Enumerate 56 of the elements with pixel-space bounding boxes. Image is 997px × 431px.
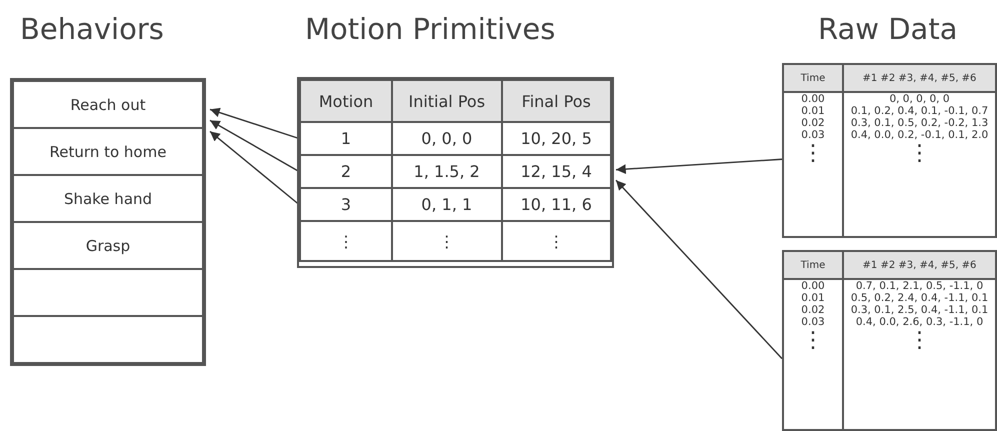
table-row xyxy=(299,121,612,156)
ellipsis-mark: ⋮ xyxy=(842,328,995,429)
arrow xyxy=(210,108,300,140)
time-value: 0.02 xyxy=(800,304,826,316)
section-heading: Raw Data xyxy=(818,12,958,46)
ellipsis-mark: ⋮ xyxy=(391,222,500,260)
sensor-values: 0.7, 0.1, 2.1, 0.5, -1.1, 0 xyxy=(842,280,995,292)
ellipsis-mark: ⋮ xyxy=(500,222,610,260)
cell-value: 1 xyxy=(340,128,352,150)
section-heading: Motion Primitives xyxy=(305,12,556,46)
data-table xyxy=(782,250,997,431)
ellipsis-mark: ⋮ xyxy=(337,230,355,252)
column-header: Time xyxy=(784,65,842,93)
sensor-values: 0.3, 0.1, 0.5, 0.2, -0.2, 1.3 xyxy=(842,117,995,129)
column-header: Initial Pos xyxy=(391,81,500,121)
sensor-values: 0.3, 0.1, 2.5, 0.4, -1.1, 0.1 xyxy=(842,304,995,316)
sensor-values: 0.5, 0.2, 2.4, 0.4, -1.1, 0.1 xyxy=(842,292,995,304)
table-row xyxy=(299,79,612,123)
time-value: 0.00 xyxy=(800,280,826,292)
behavior-cell: Shake hand xyxy=(12,174,204,223)
arrow xyxy=(210,130,300,206)
sensor-values: 0, 0, 0, 0, 0 xyxy=(842,93,995,105)
ellipsis-mark: ⋮ xyxy=(801,141,825,168)
time-value: 0.03 xyxy=(800,129,826,141)
column-header: #1 #2 #3, #4, #5, #6 xyxy=(842,252,995,280)
table-row xyxy=(299,154,612,189)
time-value: 0.01 xyxy=(800,105,826,117)
arrow xyxy=(615,180,783,360)
column-header: #1 #2 #3, #4, #5, #6 xyxy=(842,65,995,93)
table-frame xyxy=(10,78,206,366)
cell-value: 3 xyxy=(340,194,352,216)
column-header: Final Pos xyxy=(500,81,610,121)
time-value: 0.00 xyxy=(800,93,826,105)
sensor-values: 0.4, 0.0, 2.6, 0.3, -1.1, 0 xyxy=(842,316,995,328)
column-header: Time xyxy=(784,252,842,280)
arrow xyxy=(616,158,782,174)
arrow xyxy=(210,120,300,172)
behavior-cell: Return to home xyxy=(12,127,204,176)
table-frame xyxy=(297,77,614,268)
behavior-cell: Reach out xyxy=(12,80,204,129)
data-table xyxy=(782,63,997,238)
empty-cell xyxy=(12,315,204,364)
time-value: 0.03 xyxy=(800,316,826,328)
time-value: 0.02 xyxy=(800,117,826,129)
sensor-values: 0.1, 0.2, 0.4, 0.1, -0.1, 0.7 xyxy=(842,105,995,117)
time-value: 0.01 xyxy=(800,292,826,304)
ellipsis-mark: ⋮ xyxy=(801,328,825,355)
ellipsis-mark: ⋮ xyxy=(842,141,995,236)
table-row xyxy=(299,220,612,262)
column-header: Motion xyxy=(301,81,391,121)
empty-cell xyxy=(12,268,204,317)
table-row xyxy=(299,187,612,222)
sensor-values: 0.4, 0.0, 0.2, -0.1, 0.1, 2.0 xyxy=(842,129,995,141)
cell-value: 2 xyxy=(340,161,352,183)
section-heading: Behaviors xyxy=(20,12,164,46)
behavior-cell: Grasp xyxy=(12,221,204,270)
